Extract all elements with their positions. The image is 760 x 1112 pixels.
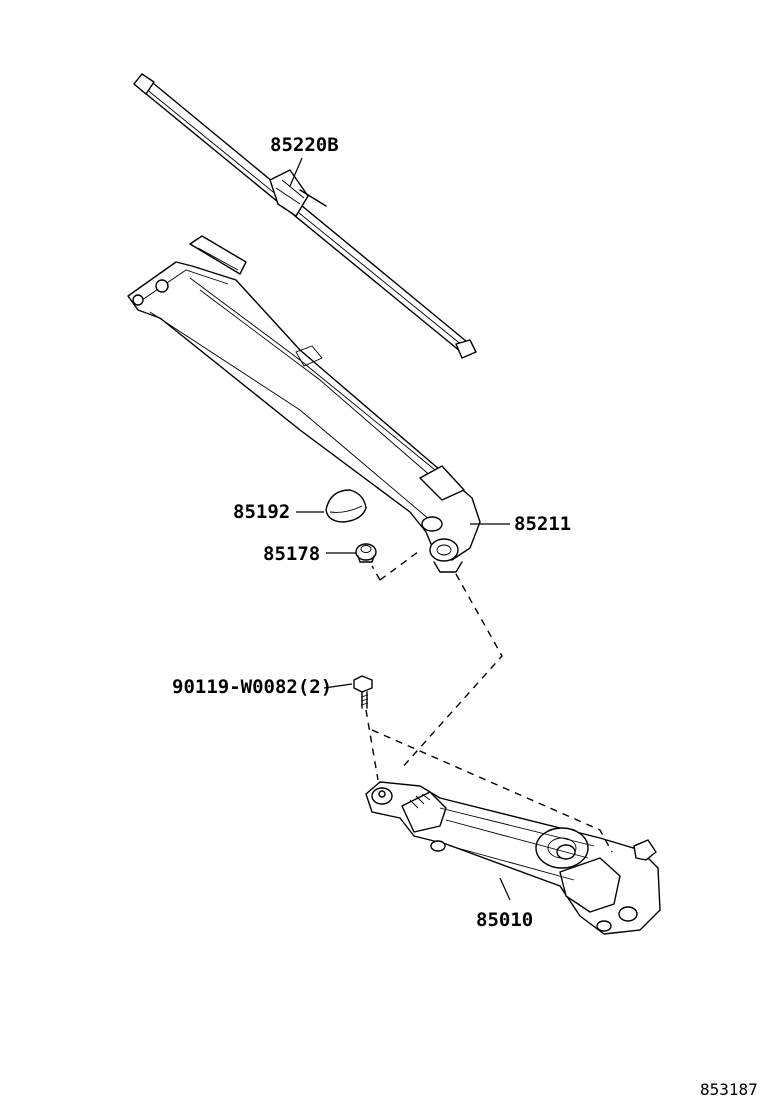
nut-drawing [355, 543, 377, 563]
label-85010: 85010 [476, 909, 533, 931]
label-85220b: 85220B [270, 134, 339, 156]
label-85178: 85178 [263, 543, 320, 565]
cap-drawing [325, 489, 367, 523]
assembly-dashed-lines [365, 551, 613, 853]
label-90119-w0082: 90119-W0082(2) [172, 676, 332, 698]
leader-lines [289, 157, 511, 901]
link-motor-drawing [365, 781, 661, 935]
wiper-arm-drawing [127, 235, 481, 573]
label-85192: 85192 [233, 501, 290, 523]
bolt-drawing [353, 675, 373, 709]
figure-code: 853187 [700, 1080, 758, 1099]
label-85211: 85211 [514, 513, 571, 535]
wiper-blade-drawing [133, 73, 477, 359]
